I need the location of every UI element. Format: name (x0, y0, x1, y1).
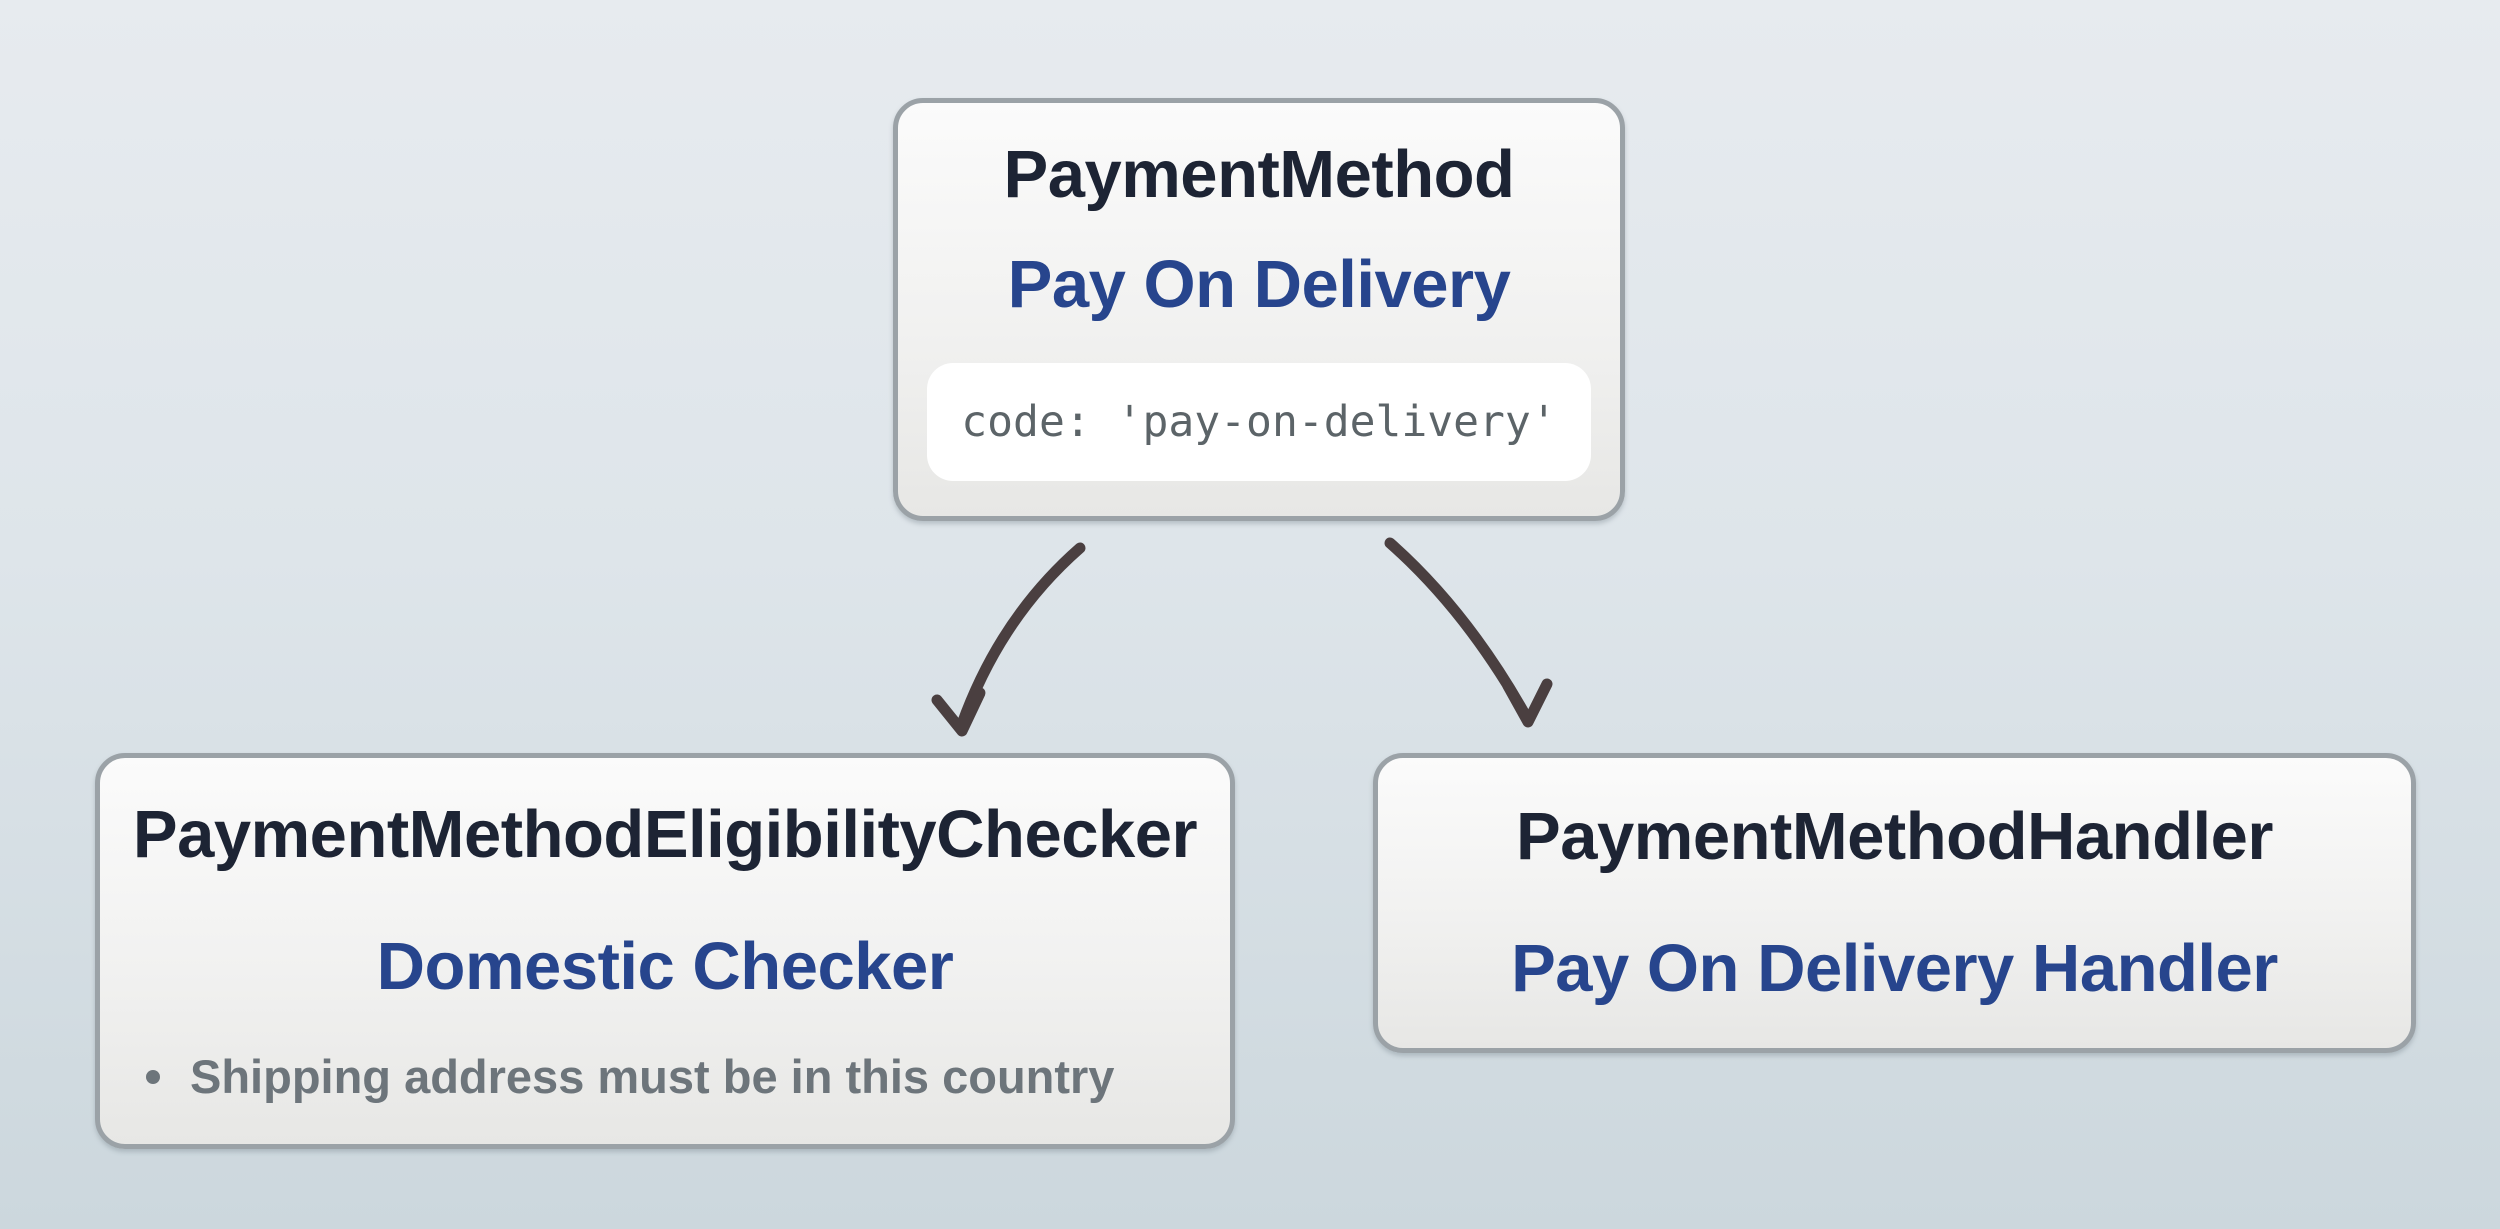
eligibility-rule-list: Shipping address must be in this country (100, 1047, 1230, 1107)
list-item: Shipping address must be in this country (146, 1047, 1114, 1107)
eligibility-rule-text: Shipping address must be in this country (190, 1050, 1115, 1103)
arrow-to-checker-icon (956, 542, 1086, 730)
eligibility-checker-type-label: PaymentMethodEligibilityChecker (132, 797, 1198, 872)
payment-method-code-badge: code: 'pay-on-delivery' (927, 363, 1591, 481)
bullet-icon (146, 1070, 160, 1084)
payment-method-name: Pay On Delivery (1007, 247, 1511, 322)
handler-type-label: PaymentMethodHandler (1516, 799, 2273, 874)
payment-method-node: PaymentMethod Pay On Delivery code: 'pay… (893, 98, 1625, 521)
eligibility-checker-name: Domestic Checker (376, 929, 954, 1004)
handler-name: Pay On Delivery Handler (1511, 931, 2278, 1006)
handler-node: PaymentMethodHandler Pay On Delivery Han… (1373, 753, 2416, 1053)
payment-method-code-text: code: 'pay-on-delivery' (961, 397, 1557, 447)
arrow-to-handler-icon (1384, 537, 1533, 724)
payment-method-type-label: PaymentMethod (1003, 137, 1515, 212)
arrow-to-handler-head-icon (1502, 678, 1553, 728)
eligibility-checker-node: PaymentMethodEligibilityChecker Domestic… (95, 753, 1235, 1149)
arrow-to-checker-head-icon (931, 687, 986, 737)
